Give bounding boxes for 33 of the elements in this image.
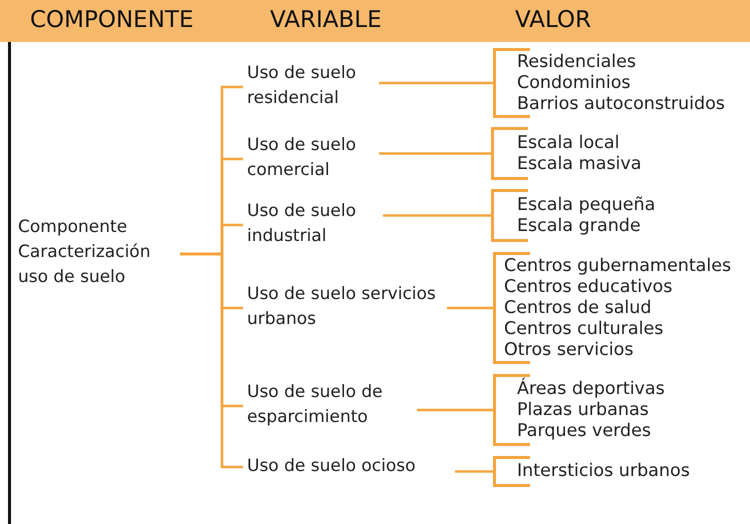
value-text: Plazas urbanas <box>517 400 650 420</box>
value-text: Escala masiva <box>517 154 642 174</box>
connector-line <box>379 152 491 155</box>
value-text: Otros servicios <box>504 340 634 360</box>
value-text: Intersticios urbanos <box>517 461 691 482</box>
value-text: Centros gubernamentales <box>504 256 732 276</box>
value-text: Escala pequeña <box>517 194 656 216</box>
value-text: Escala grande <box>517 216 642 236</box>
variable-text: Uso de suelo de esparcimiento <box>247 380 417 432</box>
value-text: Barrios autoconstruidos <box>517 94 726 114</box>
variable-text: Uso de suelo ocioso <box>247 454 455 480</box>
value-text: Centros de salud <box>504 298 652 318</box>
column-heading: VALOR <box>515 7 592 33</box>
variable-text: Uso de suelo comercial <box>247 133 379 185</box>
value-text: Condominios <box>517 72 632 94</box>
connector-line <box>447 306 493 310</box>
variable-text: Uso de suelo residencial <box>247 61 379 113</box>
value-text: Centros culturales <box>504 318 664 340</box>
value-text: Centros educativos <box>504 276 674 298</box>
value-text: Parques verdes <box>517 420 652 442</box>
value-text: Residenciales <box>517 52 638 72</box>
value-text: Escala local <box>517 132 620 154</box>
connector-line <box>417 408 493 412</box>
connector-line <box>379 82 493 84</box>
value-text: Áreas deportivas <box>517 378 666 400</box>
component-text: Componente Caracterización uso de suelo <box>18 215 180 293</box>
variable-text: Uso de suelo servicios urbanos <box>247 282 447 334</box>
connector-line <box>383 214 491 217</box>
column-heading: VARIABLE <box>270 7 382 33</box>
column-heading: COMPONENTE <box>30 7 194 33</box>
connector-line <box>455 470 493 473</box>
variable-text: Uso de suelo industrial <box>247 199 383 251</box>
connector-line <box>180 252 243 468</box>
